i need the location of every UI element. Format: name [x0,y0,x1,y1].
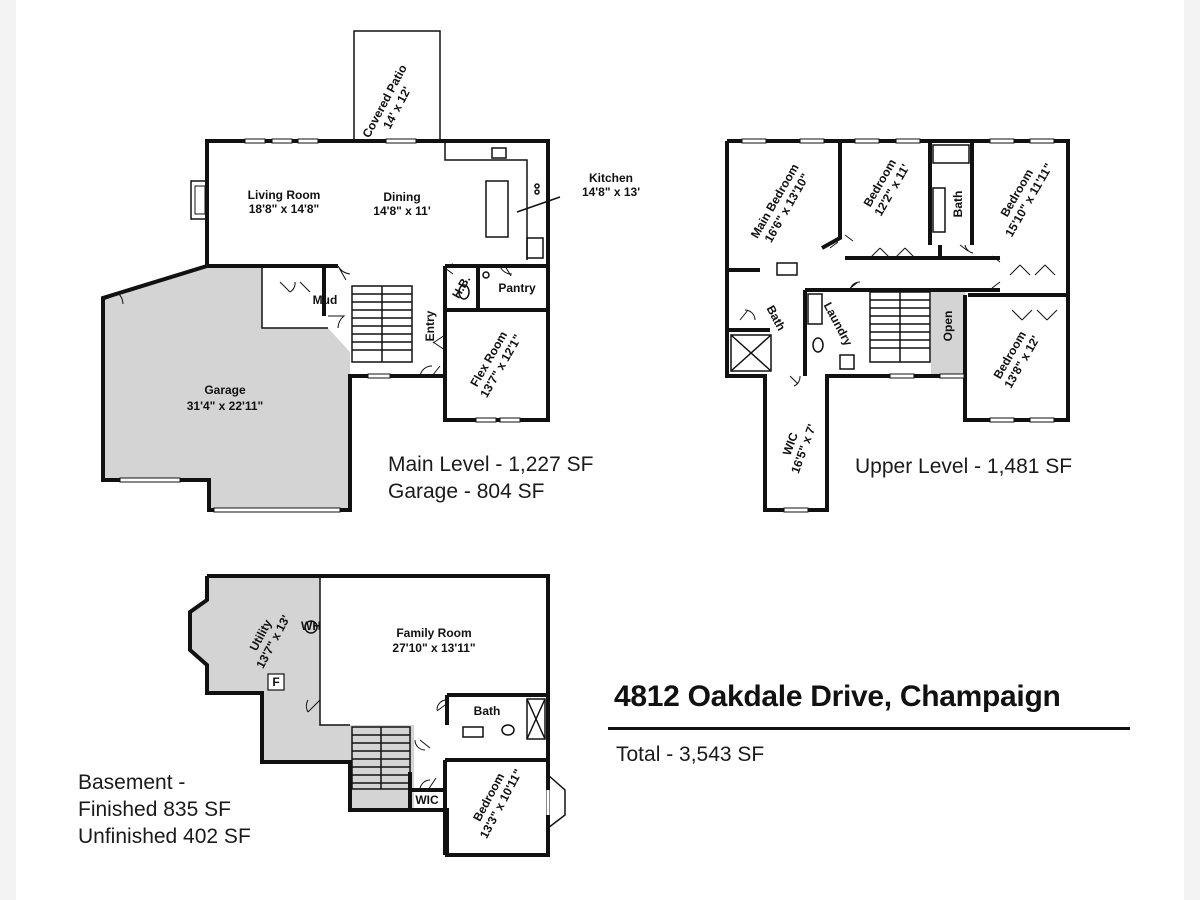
hb-label: H.B. [449,273,473,301]
garage-area-text: Garage - 804 SF [388,480,545,503]
main-level-area: Main Level - 1,227 SF [388,453,594,476]
basement-stairs [351,726,411,790]
main-level-plan [101,30,561,513]
basement-unfinished-area [190,576,350,810]
property-address-title: 4812 Oakdale Drive, Champaign [614,680,1061,713]
family-room-dims: 27'10" x 13'11" [392,641,475,655]
laundry-label: Laundry [821,300,856,349]
basement-heading: Basement - [78,771,186,794]
furnace-label: F [272,675,279,689]
kitchen-label: Kitchen [589,171,633,185]
open-label: Open [941,311,955,342]
entry-label: Entry [423,310,437,341]
pantry-label: Pantry [498,281,536,295]
upper-level-plan [725,138,1070,513]
living-room-label: Living Room [248,188,321,202]
basement-finished: Finished 835 SF [78,798,231,821]
family-room-label: Family Room [396,626,471,640]
water-heater-symbol [304,620,318,634]
basement-exterior-wall [188,574,550,857]
upper-level-summary: Upper Level - 1,481 SF [855,455,1073,478]
bath-1-label: Bath [951,191,965,218]
mud-label: Mud [313,293,338,307]
basement-wic-label: WIC [415,793,439,807]
kitchen-counter [444,141,528,260]
water-heater-label: WH [301,619,321,633]
open-to-below [931,290,965,375]
garage-area [103,266,350,510]
dining-label: Dining [383,190,420,204]
furnace-symbol [267,673,285,691]
upper-stairs [869,291,931,363]
basement-summary: Basement - Finished 835 SF Unfinished 40… [78,769,251,850]
kitchen-dims: 14'8" x 13' [582,185,640,199]
fireplace [190,180,207,220]
kitchen-island [485,180,509,238]
garage-label: Garage [204,383,246,397]
garage-dims: 31'4" x 22'11" [187,399,263,413]
main-stairs [351,285,413,363]
main-level-summary: Main Level - 1,227 SF Garage - 804 SF [388,451,593,505]
title-underline [608,727,1130,730]
main-exterior-wall [101,139,550,512]
basement-plan [188,574,566,857]
living-room-dims: 18'8" x 14'8" [249,202,319,216]
basement-unfinished: Unfinished 402 SF [78,825,251,848]
basement-bath-label: Bath [474,704,501,718]
upper-exterior-wall [725,139,1070,512]
kitchen-leader-line [516,196,561,213]
total-area: Total - 3,543 SF [616,743,765,766]
dining-dims: 14'8" x 11' [373,204,431,218]
